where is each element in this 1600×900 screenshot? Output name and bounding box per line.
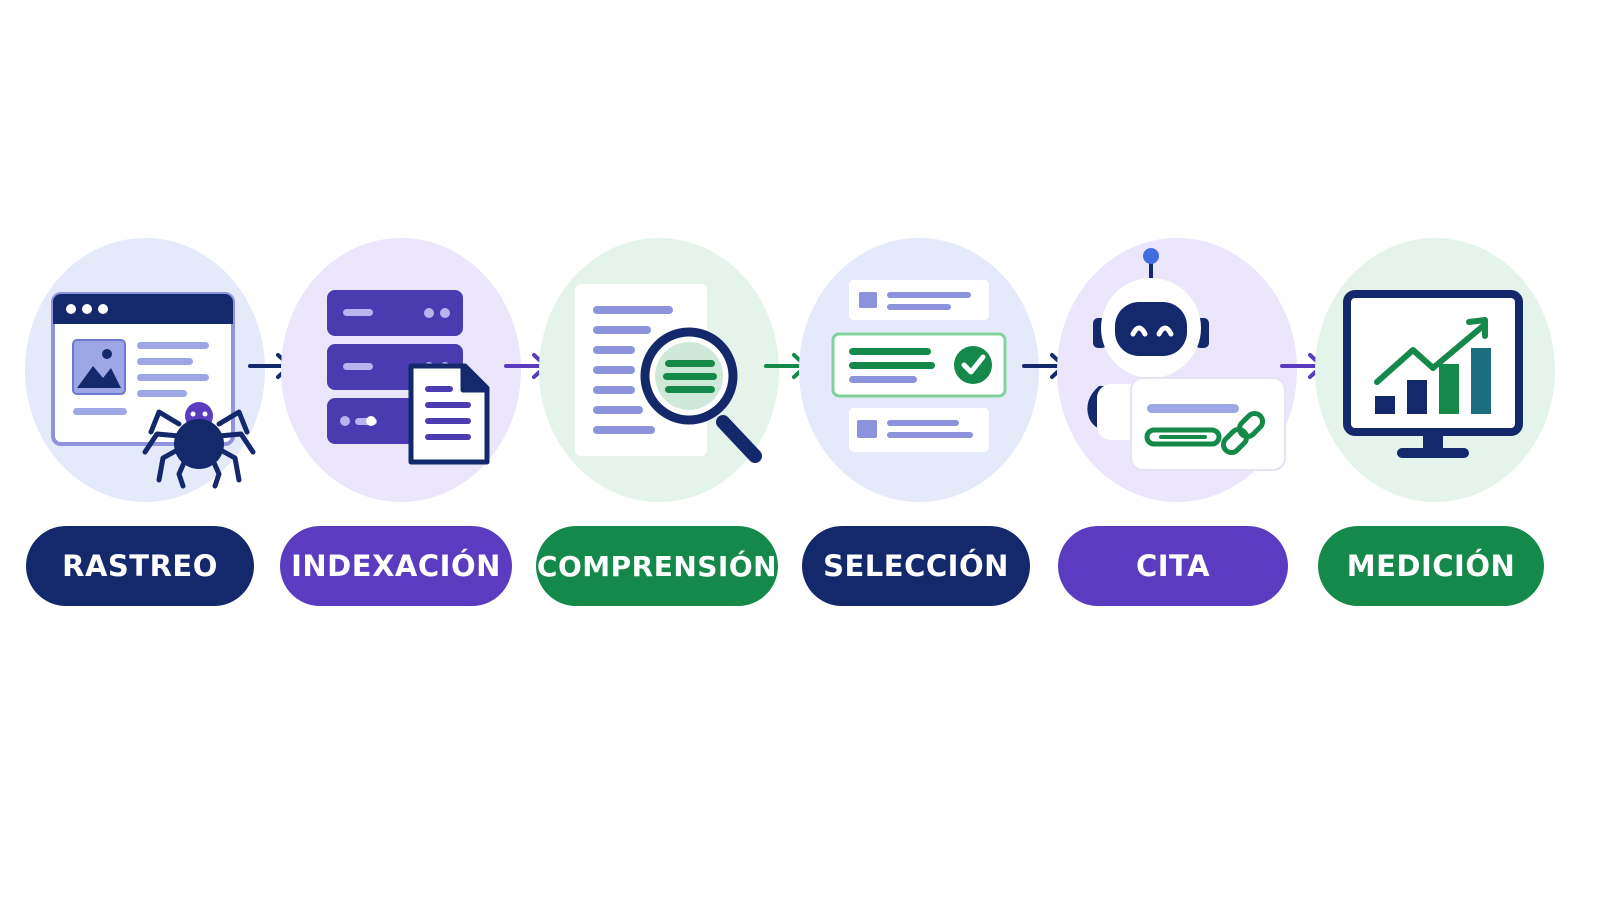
step-cita-illustration <box>1055 236 1299 504</box>
step-comprension-illustration <box>537 236 781 504</box>
step-cita: CITA <box>1052 236 1302 608</box>
selected-result-check-icon <box>799 238 1039 502</box>
step-rastreo: RASTREO <box>20 236 270 608</box>
step-label-indexacion: INDEXACIÓN <box>280 526 512 606</box>
step-label-seleccion: SELECCIÓN <box>802 526 1030 606</box>
step-label-cita: CITA <box>1058 526 1288 606</box>
step-comprension: COMPRENSIÓN <box>534 236 784 608</box>
database-document-icon <box>281 238 521 502</box>
step-label-medicion: MEDICIÓN <box>1318 526 1544 606</box>
step-medicion: MEDICIÓN <box>1310 236 1560 608</box>
step-seleccion-illustration <box>797 236 1041 504</box>
step-seleccion: SELECCIÓN <box>794 236 1044 608</box>
step-label-comprension: COMPRENSIÓN <box>536 526 778 606</box>
document-magnifier-icon <box>539 238 779 502</box>
robot-citation-link-icon <box>1057 238 1297 502</box>
step-label-rastreo: RASTREO <box>26 526 254 606</box>
monitor-growth-chart-icon <box>1315 238 1555 502</box>
step-medicion-illustration <box>1313 236 1557 504</box>
step-indexacion: INDEXACIÓN <box>276 236 526 608</box>
step-rastreo-illustration <box>23 236 267 504</box>
browser-spider-icon <box>25 238 265 502</box>
step-indexacion-illustration <box>279 236 523 504</box>
